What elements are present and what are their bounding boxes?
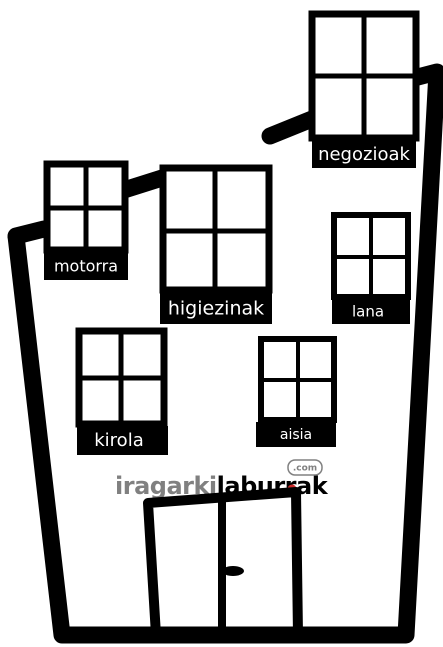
window-negozioak[interactable]: negozioak xyxy=(312,14,416,168)
window-higiezinak[interactable]: higiezinak xyxy=(160,168,272,324)
logo-com: .com xyxy=(293,464,317,474)
label-lana: lana xyxy=(352,303,384,321)
window-motorra[interactable]: motorra xyxy=(44,164,128,280)
window-lana[interactable]: lana xyxy=(332,215,410,324)
window-kirola[interactable]: kirola xyxy=(77,331,168,455)
label-negozioak: negozioak xyxy=(318,144,410,165)
front-door[interactable] xyxy=(148,492,298,635)
label-higiezinak: higiezinak xyxy=(168,298,264,320)
label-kirola: kirola xyxy=(94,430,143,451)
label-aisia: aisia xyxy=(280,427,312,443)
door-handle-icon xyxy=(222,566,244,576)
label-motorra: motorra xyxy=(54,257,118,276)
window-aisia[interactable]: aisia xyxy=(256,339,336,447)
